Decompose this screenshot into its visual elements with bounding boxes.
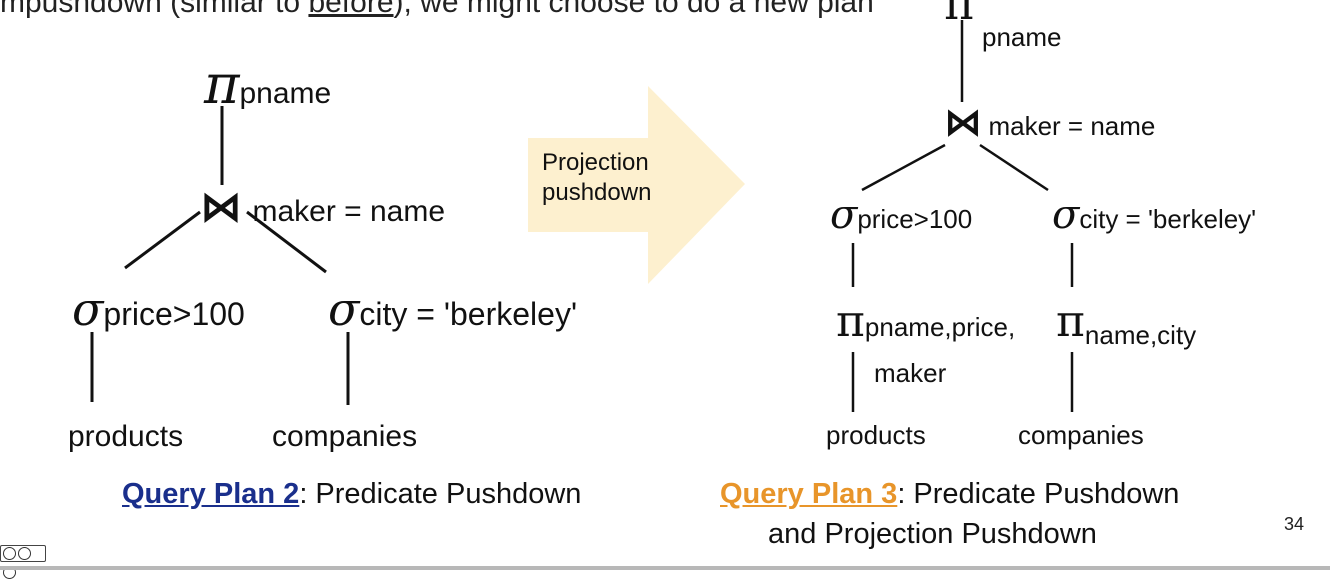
tree-lines: [90, 20, 1074, 412]
plan2-join-condition: maker = name: [252, 195, 446, 228]
header-text-1: mpushdown (similar to: [0, 0, 309, 19]
join-symbol: ⋈: [200, 183, 242, 230]
plan3-leaf-companies: companies: [1018, 420, 1144, 450]
plan2-caption-text: : Predicate Pushdown: [299, 478, 582, 510]
page-number: 34: [1284, 514, 1305, 534]
plan3-left-proj-sub-line2: maker: [874, 358, 947, 388]
plan2-edge-join-left: [124, 210, 201, 270]
projection-pushdown-arrow: [528, 86, 745, 284]
plan2-root-sub: pname: [239, 77, 332, 110]
plan2-leaf-companies: companies: [272, 420, 418, 453]
plan3-left-selection: σprice>100: [830, 192, 972, 238]
sigma-symbol: σ: [830, 192, 858, 238]
plan2-left-selection: σprice>100: [72, 282, 245, 336]
plan2-left-select-condition: price>100: [103, 296, 245, 332]
plan3-right-select-condition: city = 'berkeley': [1079, 204, 1257, 234]
plan3-join-node: ⋈ maker = name: [944, 100, 1155, 145]
plan3-edge-join-left: [861, 143, 946, 192]
plan2-caption: Query Plan 2: Predicate Pushdown: [122, 478, 581, 511]
plan3-root-pi-icon: π: [944, 0, 975, 30]
plan3-root-sub: pname: [982, 22, 1062, 52]
plan3-caption-line1: Query Plan 3: Predicate Pushdown: [720, 478, 1179, 511]
pi-symbol: π: [836, 296, 865, 347]
plan2-right-selection: σcity = 'berkeley': [328, 282, 577, 336]
query-plan-2-link[interactable]: Query Plan 2: [122, 478, 300, 510]
plan2-root-projection: πpname: [204, 58, 331, 112]
sigma-symbol: σ: [72, 282, 104, 336]
plan2-leaf-products: products: [68, 420, 184, 453]
plan3-edge-join-right: [979, 143, 1049, 192]
plan3-left-select-condition: price>100: [857, 204, 973, 234]
header-partial-text: mpushdown (similar to before), we might …: [0, 0, 874, 20]
plan3-right-projection: πname,city: [1056, 300, 1196, 351]
plan3-leaf-products: products: [826, 420, 926, 450]
arrow-label-line1: Projection: [542, 149, 649, 176]
sigma-symbol: σ: [1052, 192, 1080, 238]
query-plan-3-link[interactable]: Query Plan 3: [720, 478, 898, 510]
creative-commons-license-icon: [0, 545, 46, 579]
plan3-left-proj-sub-line1: pname,price,: [864, 312, 1016, 342]
plan3-caption-text-1: : Predicate Pushdown: [897, 478, 1180, 510]
plan3-left-projection: πpname,price,: [836, 300, 1015, 344]
pi-symbol: π: [204, 53, 240, 116]
join-symbol: ⋈: [944, 102, 982, 144]
plan2-join-node: ⋈ maker = name: [200, 182, 445, 231]
plan3-right-selection: σcity = 'berkeley': [1052, 192, 1256, 238]
header-text-2: ), we might choose to do a new plan: [393, 0, 874, 19]
sigma-symbol: σ: [328, 282, 360, 336]
plan2-right-select-condition: city = 'berkeley': [359, 296, 578, 332]
plan2-edge-join-right: [246, 210, 327, 274]
header-text-underlined: before: [308, 0, 394, 19]
plan3-caption-line2: and Projection Pushdown: [768, 518, 1097, 550]
arrow-label-line2: pushdown: [542, 179, 652, 206]
bottom-rule: [0, 566, 1330, 570]
pi-symbol: π: [1056, 296, 1085, 347]
plan3-join-condition: maker = name: [988, 111, 1156, 141]
plan3-right-proj-sub: name,city: [1084, 320, 1197, 350]
arrow-label: Projection pushdown: [542, 148, 651, 208]
